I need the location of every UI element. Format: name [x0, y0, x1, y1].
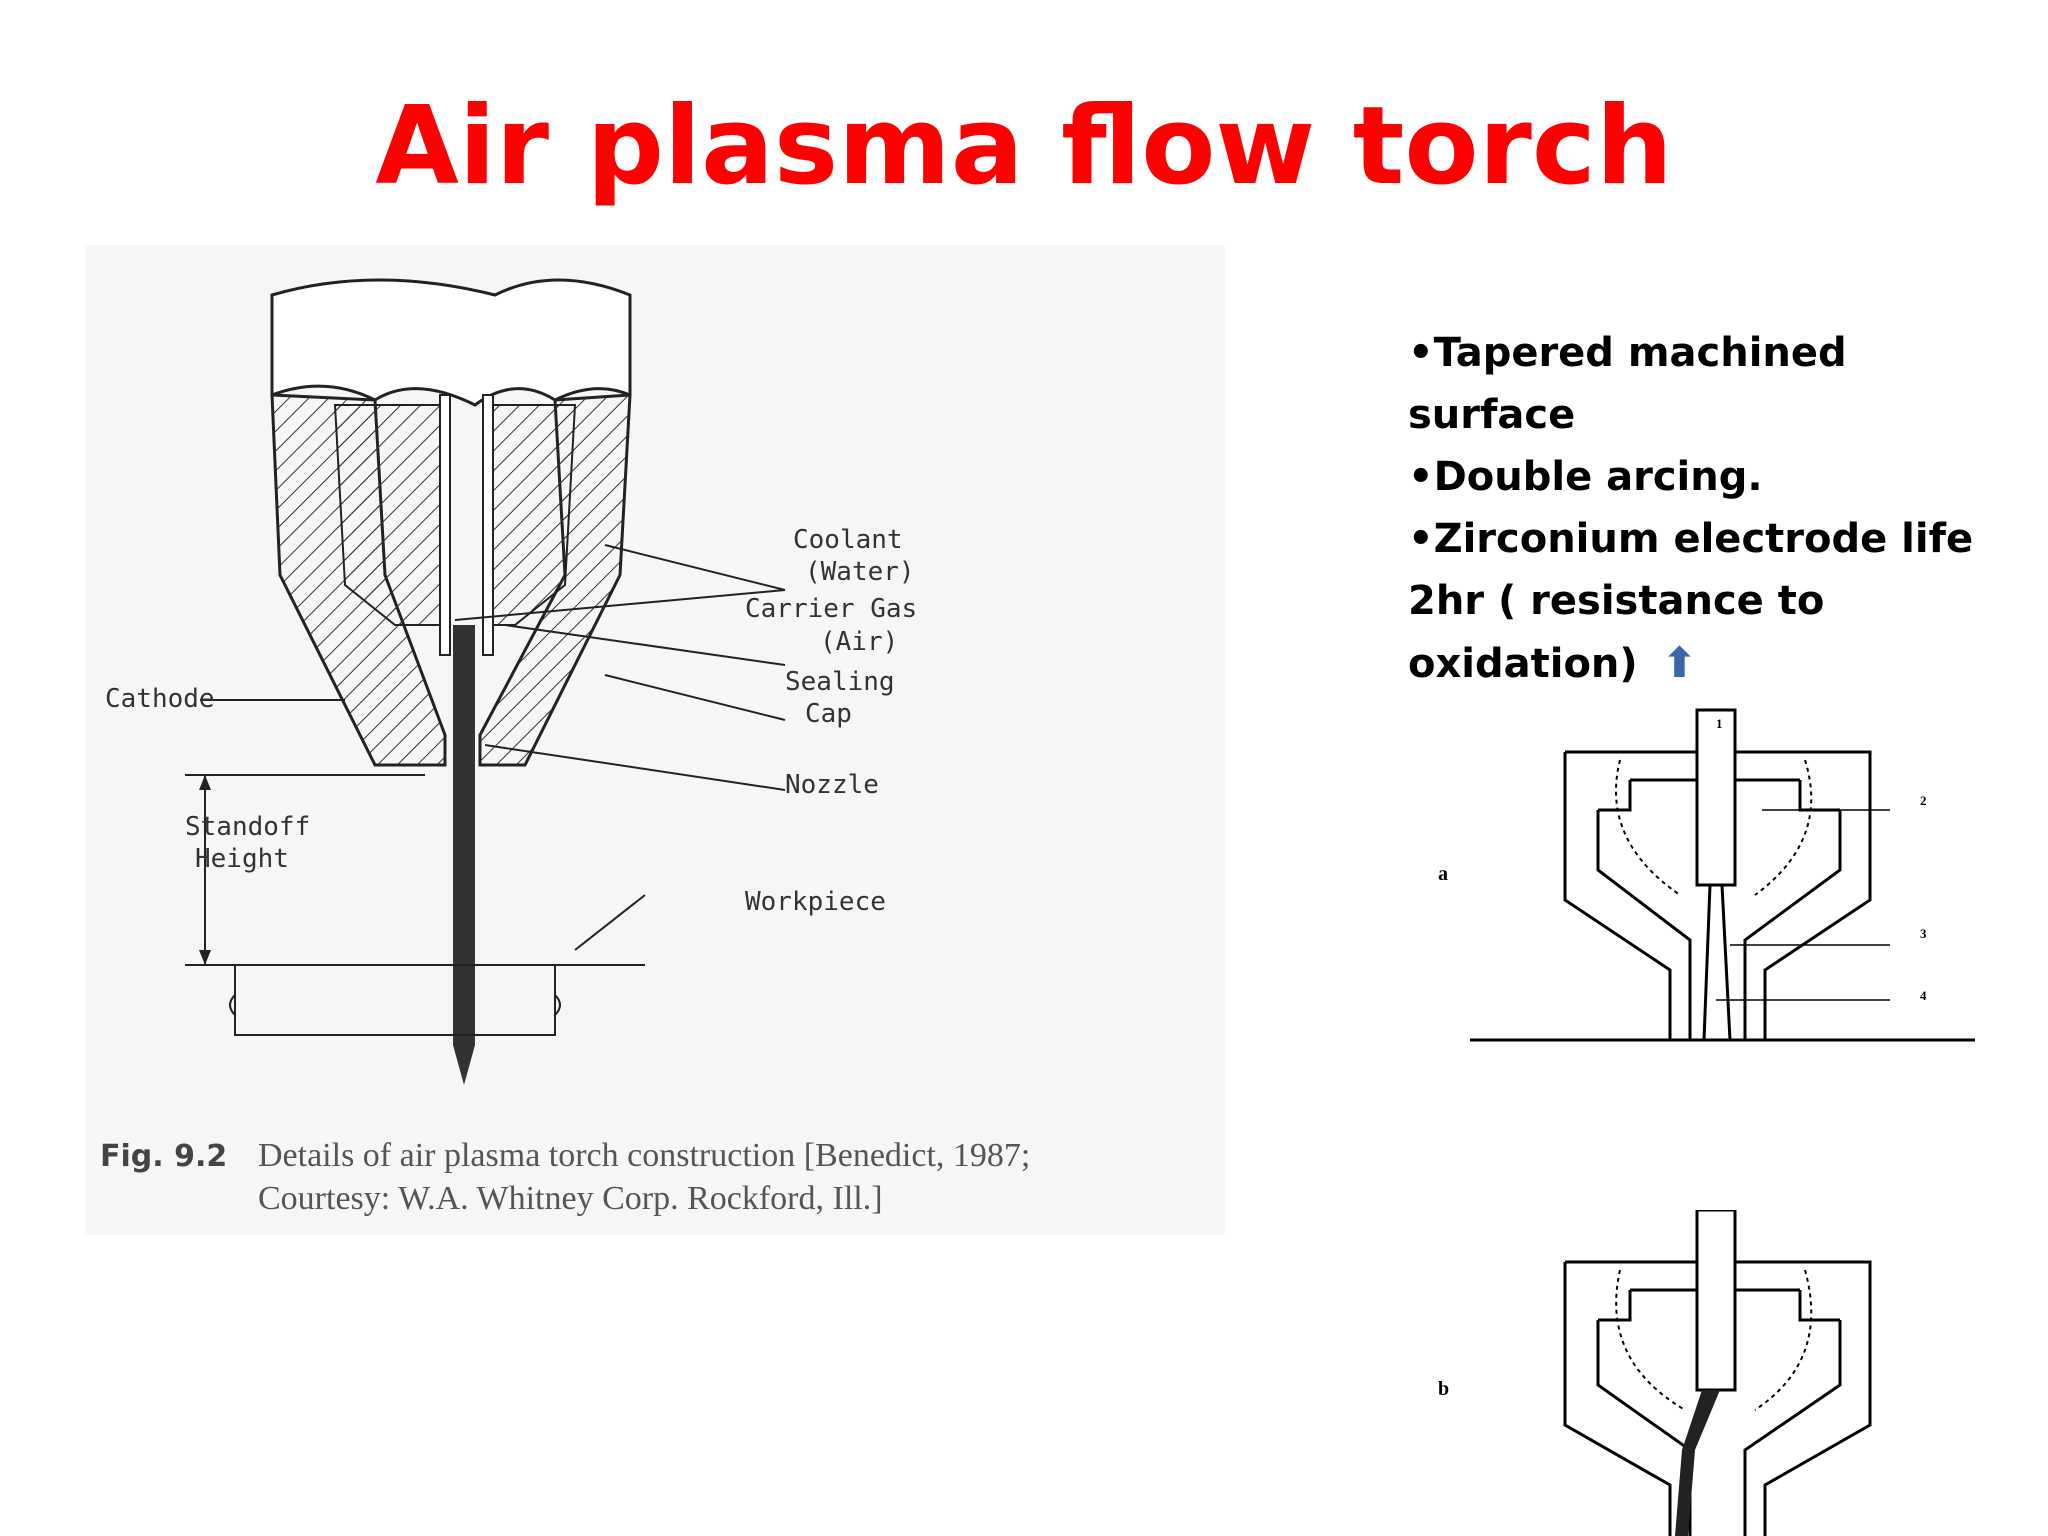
label-height: Height [195, 844, 289, 874]
slide-title: Air plasma flow torch [375, 84, 1673, 209]
cathode-holder-right [482, 394, 494, 656]
label-workpiece: Workpiece [745, 887, 886, 917]
bullet-text: •Zirconium electrode life 2hr ( resistan… [1408, 516, 1974, 687]
plasma-a [1702, 883, 1732, 1042]
label-carrier-gas: Carrier Gas [745, 594, 917, 624]
bullet-item: •Tapered machined surface [1408, 330, 1847, 438]
diagram-a-num-2: 2 [1920, 793, 1927, 808]
caption-line-1: Details of air plasma torch construction… [258, 1137, 1031, 1174]
label-water: (Water) [805, 557, 915, 587]
label-nozzle: Nozzle [785, 770, 879, 800]
figure-caption: Fig. 9.2 Details of air plasma torch cons… [100, 1135, 1220, 1220]
diagram-a-num-3: 3 [1920, 926, 1927, 941]
label-cathode: Cathode [105, 684, 215, 714]
label-sealing: Sealing [785, 667, 895, 697]
plasma-tip [453, 1045, 475, 1085]
up-arrow-icon: ⬆ [1661, 638, 1697, 687]
bullet-item: •Zirconium electrode life 2hr ( resistan… [1408, 508, 1988, 695]
figure-number: Fig. 9.2 [100, 1139, 228, 1174]
torch-drawing: Coolant (Water) Carrier Gas (Air) Cathod… [105, 278, 917, 1085]
diagram-a-num-1: 1 [1716, 716, 1723, 731]
workpiece-outline [234, 965, 556, 1036]
label-standoff: Standoff [185, 812, 310, 842]
double-arc-b [1675, 1390, 1720, 1536]
electrode-a [1695, 708, 1737, 887]
caption-line-2: Courtesy: W.A. Whitney Corp. Rockford, I… [258, 1179, 883, 1217]
inner-wall-left [333, 404, 446, 626]
bullet-list: •Tapered machined surface •Double arcing… [1408, 322, 1988, 695]
diagram-b-label: b [1438, 1378, 1449, 1400]
label-cap: Cap [805, 699, 852, 729]
diagram-a-num-4: 4 [1920, 988, 1927, 1003]
plasma-column [453, 625, 475, 1045]
torch-top-cap [270, 278, 632, 407]
bullet-item: •Double arcing. [1408, 454, 1763, 500]
nozzle-diagram-b: b [1438, 1210, 1872, 1536]
label-air: (Air) [820, 627, 898, 657]
inner-wall-right [484, 404, 577, 626]
diagram-a-label: a [1438, 863, 1448, 885]
cathode-holder [439, 394, 451, 656]
torch-figure: Coolant (Water) Carrier Gas (Air) Cathod… [85, 245, 1225, 1235]
nozzle-diagram-a: a 1 2 3 4 [1438, 708, 1975, 1042]
electrode-b [1695, 1210, 1737, 1392]
label-coolant: Coolant [793, 525, 903, 555]
